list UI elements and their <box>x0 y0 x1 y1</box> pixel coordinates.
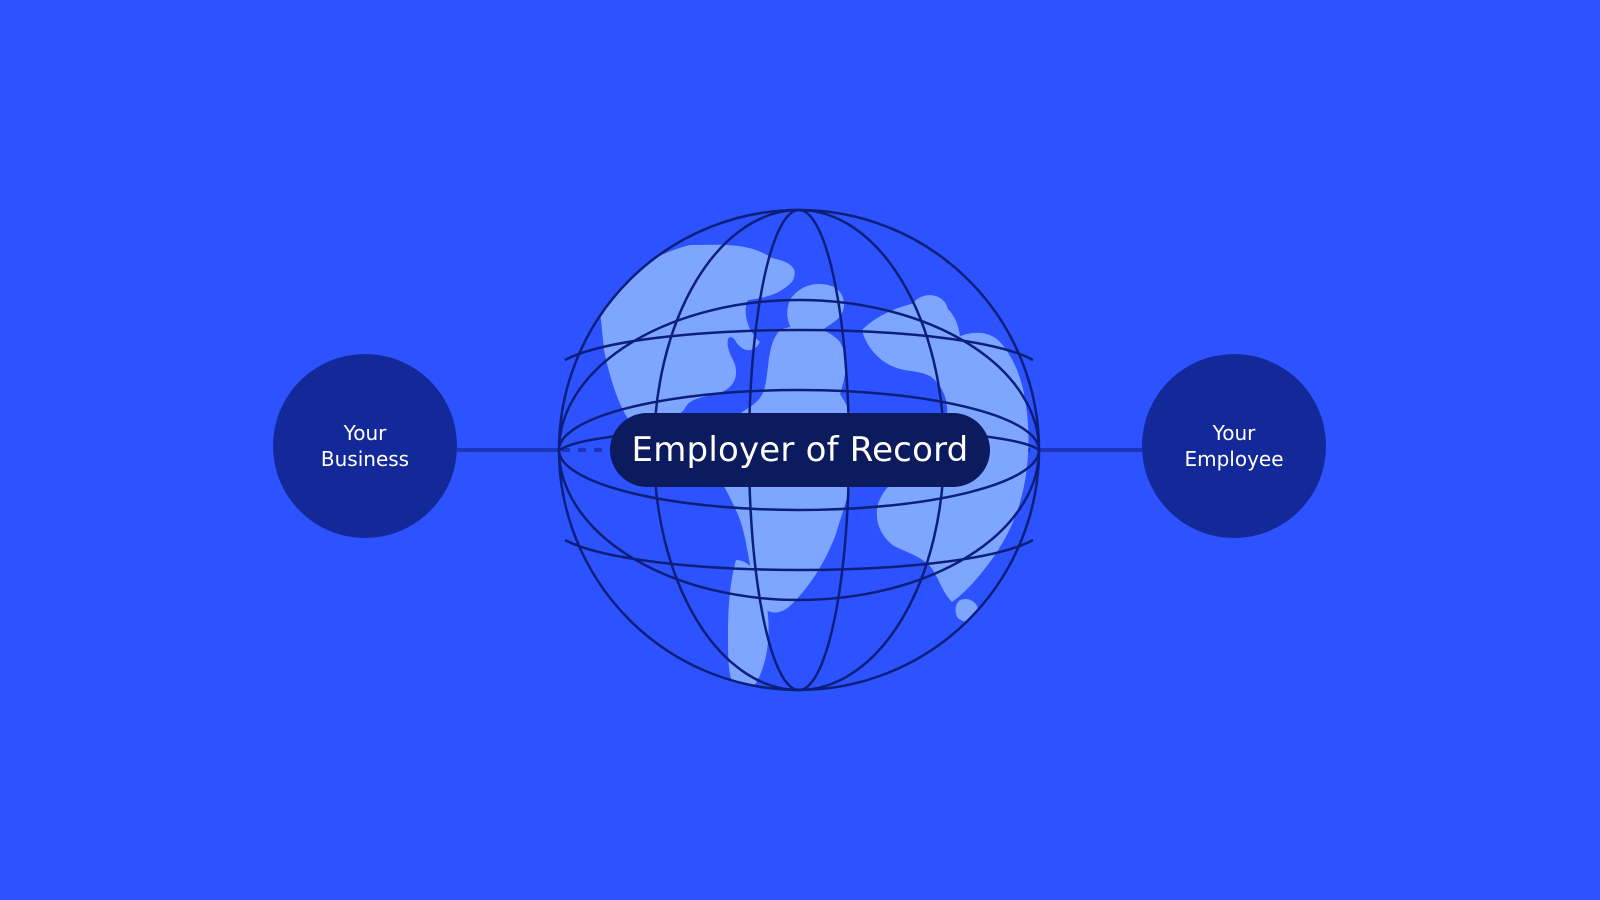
your-employee-node: Your Employee <box>1142 354 1326 538</box>
your-employee-label-line1: Your <box>1212 421 1256 445</box>
your-business-label-line1: Your <box>343 421 387 445</box>
your-employee-label-line2: Employee <box>1184 447 1284 471</box>
your-business-label-line2: Business <box>320 447 410 471</box>
employer-of-record-label: Employer of Record <box>610 413 990 487</box>
your-business-node: Your Business <box>273 354 457 538</box>
